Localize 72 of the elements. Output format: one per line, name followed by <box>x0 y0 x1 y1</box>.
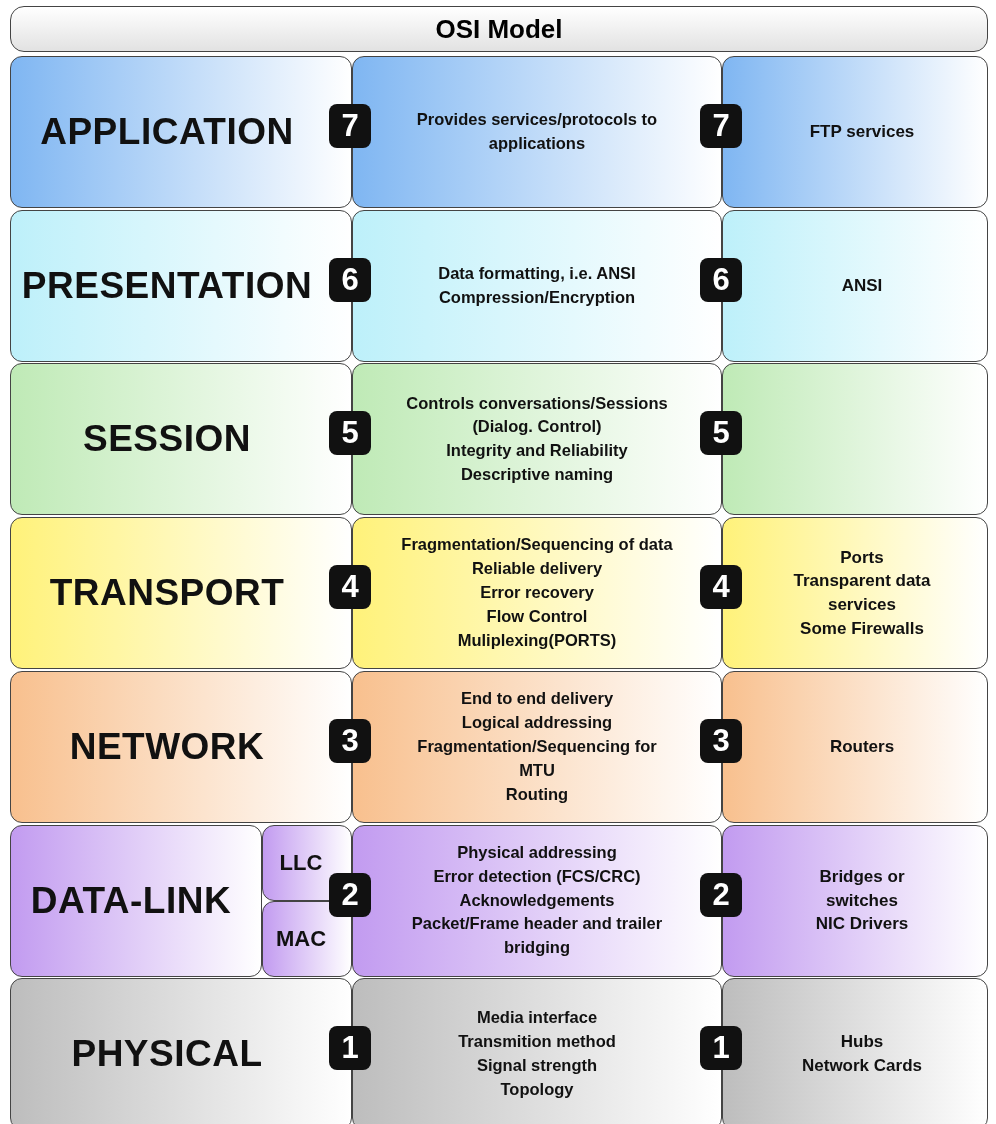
example-text: NIC Drivers <box>815 913 909 936</box>
description-text: Integrity and Reliability <box>446 440 628 462</box>
example-text: FTP services <box>809 121 915 144</box>
number-badge <box>700 718 742 763</box>
number-badge <box>329 718 371 763</box>
description-text: End to end delivery <box>460 688 614 709</box>
number-badge <box>329 411 371 456</box>
title-bar: OSI Model <box>10 6 988 52</box>
layer-name: SESSION <box>83 418 251 461</box>
description-text: Compression/Encryption <box>438 286 636 308</box>
number-badge <box>329 257 371 302</box>
number-badge <box>700 872 742 917</box>
sublayer-name: LLC <box>279 849 323 876</box>
example-text: Bridges or switches <box>818 865 906 912</box>
example-text: Some Firewalls <box>800 617 924 640</box>
layer-number: 4 <box>341 569 359 606</box>
description-text: Data formatting, i.e. ANSI <box>438 262 636 284</box>
description-text: Controls conversations/Sessions (Dialog. Control) <box>405 392 669 438</box>
layer-number: 2 <box>341 876 359 913</box>
layer-number: 1 <box>712 1030 730 1067</box>
layer-number: 3 <box>712 722 730 759</box>
description-text: Physical addressing <box>457 841 617 863</box>
layer-number: 6 <box>341 261 359 298</box>
layer-number: 6 <box>712 261 730 298</box>
example-text: Hubs <box>840 1031 884 1054</box>
description-text: Provides services/protocols to applications <box>415 109 659 154</box>
description-text: Error detection (FCS/CRC) <box>433 865 641 887</box>
layer-name: APPLICATION <box>40 111 294 153</box>
description-text: Acknowledgements <box>459 889 615 911</box>
layer-name: DATA-LINK <box>30 879 232 922</box>
example-text: Transparent data services <box>792 570 932 617</box>
description-text: Muliplexing(PORTS) <box>457 629 617 651</box>
example-text: Ports <box>840 546 884 569</box>
layer-name: NETWORK <box>69 725 265 768</box>
layer-number: 2 <box>712 876 730 913</box>
layer-number: 7 <box>341 108 359 144</box>
layer-number: 5 <box>341 415 359 452</box>
description-text: Reliable delivery <box>471 558 603 580</box>
description-text: Transmition method <box>458 1031 616 1053</box>
layer-name: PRESENTATION <box>21 264 313 307</box>
number-badge <box>700 104 742 148</box>
description-text: Packet/Frame header and trailer bridging <box>410 913 664 959</box>
sublayer-name: MAC <box>275 925 327 952</box>
layer-name: PHYSICAL <box>71 1033 263 1076</box>
description-text: Flow Control <box>486 606 588 628</box>
number-badge <box>700 565 742 610</box>
example-text: Network Cards <box>802 1055 922 1078</box>
description-text: Fragmentation/Sequencing for MTU <box>416 735 658 781</box>
number-badge <box>329 1026 371 1071</box>
number-badge <box>329 104 371 148</box>
description-text: Media interface <box>476 1007 598 1029</box>
layer-number: 5 <box>712 415 730 452</box>
number-badge <box>700 411 742 456</box>
number-badge <box>329 872 371 917</box>
layer-number: 7 <box>712 108 730 144</box>
description-text: Signal strength <box>476 1055 598 1077</box>
layer-cell <box>10 824 262 977</box>
description-text: Logical addressing <box>461 711 613 733</box>
number-badge <box>700 257 742 302</box>
layer-number: 3 <box>341 722 359 759</box>
number-badge <box>329 565 371 610</box>
description-text: Topology <box>500 1079 574 1101</box>
layer-number: 4 <box>712 569 730 606</box>
layer-name: TRANSPORT <box>49 572 285 615</box>
description-text: Routing <box>505 783 569 805</box>
description-text: Fragmentation/Sequencing of data <box>401 534 673 556</box>
layer-number: 1 <box>341 1030 359 1067</box>
example-text: ANSI <box>841 274 883 297</box>
example-text: Routers <box>829 735 895 758</box>
description-text: Error recovery <box>480 582 594 604</box>
description-text: Descriptive naming <box>460 464 614 486</box>
number-badge <box>700 1026 742 1071</box>
